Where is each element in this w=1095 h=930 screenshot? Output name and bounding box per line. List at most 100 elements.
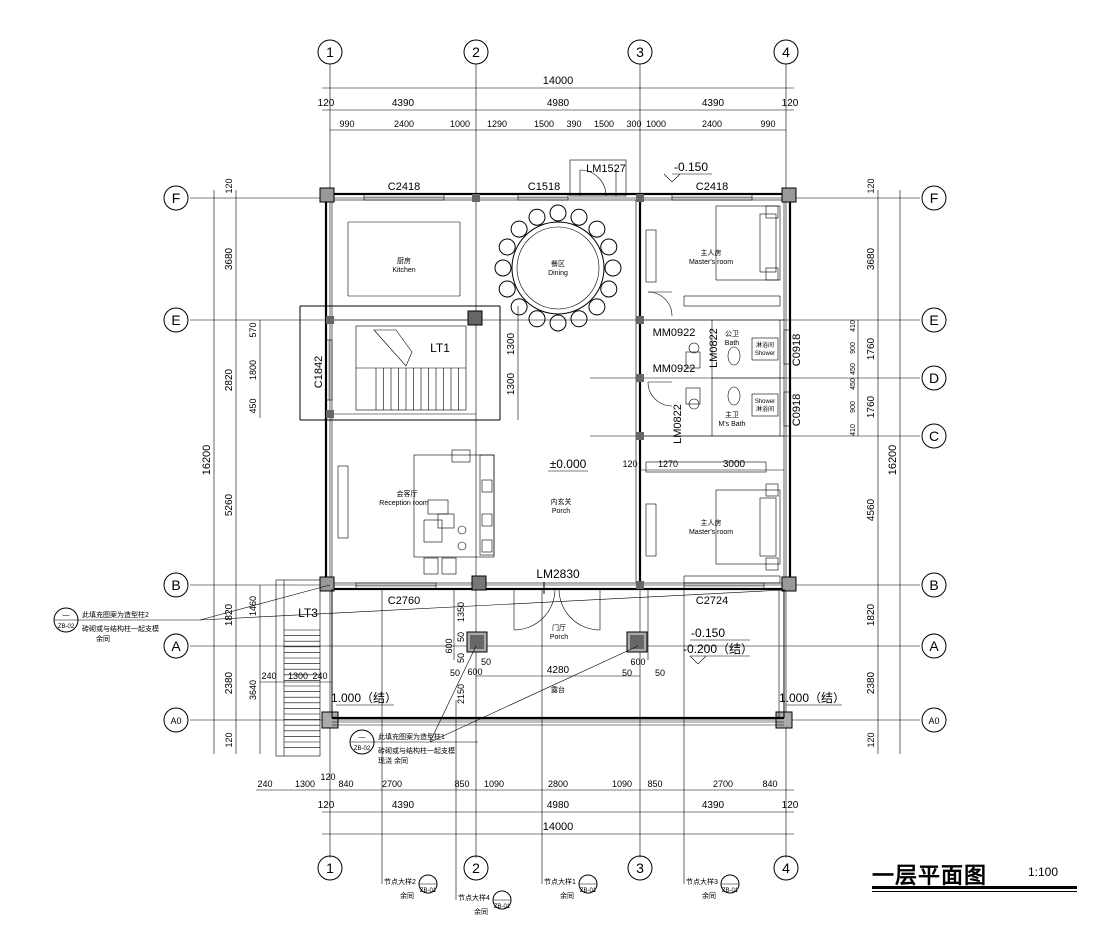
svg-text:1760: 1760 (866, 395, 877, 418)
svg-text:现浇 余同: 现浇 余同 (378, 756, 408, 765)
svg-text:1500: 1500 (594, 119, 614, 129)
svg-text:50: 50 (450, 668, 460, 678)
svg-text:14000: 14000 (543, 821, 574, 833)
svg-text:1290: 1290 (487, 119, 507, 129)
dimension-right: 16200 120 3680 1760 1760 4560 1820 2380 … (850, 178, 901, 754)
svg-text:3680: 3680 (224, 247, 235, 270)
svg-text:2400: 2400 (394, 119, 414, 129)
svg-text:C2724: C2724 (696, 595, 728, 607)
dining-chair (588, 220, 606, 238)
stair-lt1 (355, 325, 467, 411)
level-floor: ±0.000 (550, 457, 587, 471)
svg-text:D: D (929, 370, 939, 386)
bath-fixtures (645, 337, 779, 473)
svg-text:E: E (171, 312, 180, 328)
svg-text:MM0922: MM0922 (653, 363, 696, 375)
svg-text:850: 850 (454, 779, 469, 789)
svg-text:120: 120 (318, 98, 335, 109)
room-bath1-cn: 公卫 (725, 330, 739, 338)
detail-callout-4: 节点大样4 余同 ZB-01 (455, 700, 512, 916)
svg-text:砖砌或与结构柱一起支模: 砖砌或与结构柱一起支模 (82, 624, 159, 633)
svg-text:—: — (359, 734, 366, 741)
room-dining-cn: 餐区 (551, 259, 565, 268)
stair-lt3-treads (284, 629, 320, 748)
svg-text:2700: 2700 (713, 779, 733, 789)
svg-text:120: 120 (622, 459, 637, 469)
svg-text:C0918: C0918 (791, 394, 803, 426)
svg-text:ZB-01: ZB-01 (580, 888, 597, 894)
svg-text:240: 240 (312, 671, 327, 681)
svg-text:120: 120 (224, 178, 234, 193)
dining-chair (600, 238, 618, 256)
svg-text:990: 990 (760, 119, 775, 129)
level-top: -0.150 (674, 160, 708, 174)
dining-chair (510, 220, 528, 238)
room-porch-out-cn: 门厅 (552, 623, 566, 632)
room-bath2-cn: 主卫 (725, 410, 739, 419)
svg-text:此填充图案为造型柱2: 此填充图案为造型柱2 (82, 610, 149, 619)
title-underline-thin (872, 891, 1077, 892)
svg-text:3: 3 (636, 860, 644, 876)
axis-bubble-row-A0: A0 A0 (163, 707, 947, 733)
svg-text:ZB-02: ZB-02 (354, 746, 371, 752)
svg-text:1500: 1500 (534, 119, 554, 129)
stair-lt3 (275, 579, 321, 757)
svg-text:节点大样3: 节点大样3 (686, 877, 718, 886)
dining-chair (494, 259, 512, 277)
columns (319, 187, 797, 729)
dining-table (494, 204, 622, 332)
dining-chair (498, 238, 516, 256)
room-master2-en: Master's room (689, 529, 733, 536)
dining-chair (528, 310, 546, 328)
svg-text:1270: 1270 (658, 459, 678, 469)
svg-text:2: 2 (472, 44, 480, 60)
svg-text:240: 240 (257, 779, 272, 789)
axis-bubble-col-1: 1 1 (317, 39, 343, 881)
svg-text:900: 900 (850, 401, 857, 413)
room-porch-out-en: Porch (550, 634, 568, 641)
dining-chairs (494, 204, 622, 332)
svg-text:2820: 2820 (224, 368, 235, 391)
axis-bubble-row-D: D (921, 365, 947, 391)
axis-bubble-col-3: 3 3 (627, 39, 653, 881)
svg-text:3: 3 (636, 44, 644, 60)
svg-text:F: F (930, 190, 939, 206)
svg-text:1350: 1350 (456, 602, 466, 622)
svg-text:ZB-01: ZB-01 (722, 888, 739, 894)
svg-text:600: 600 (444, 638, 454, 653)
svg-text:850: 850 (647, 779, 662, 789)
level-porch-2: -0.200（结） (683, 642, 753, 656)
svg-text:节点大样4: 节点大样4 (458, 893, 490, 902)
svg-text:1000: 1000 (450, 119, 470, 129)
axis-bubble-row-A: A A (163, 633, 947, 659)
svg-text:450: 450 (248, 398, 258, 413)
room-bath1-en: Bath (725, 340, 740, 347)
svg-text:2380: 2380 (224, 671, 235, 694)
dimension-bottom: 240 1300 120 840 2700 850 1090 2800 1090… (256, 772, 799, 835)
svg-text:B: B (929, 577, 938, 593)
svg-text:2800: 2800 (548, 779, 568, 789)
room-reception-en: Reception room (379, 500, 429, 507)
svg-text:LM0822: LM0822 (708, 328, 720, 368)
svg-text:A: A (929, 638, 939, 654)
svg-text:E: E (929, 312, 938, 328)
detail-callout-3: 节点大样3 余同 ZB-01 (683, 590, 740, 900)
svg-text:50: 50 (481, 657, 491, 667)
svg-text:节点大样2: 节点大样2 (384, 877, 416, 886)
svg-text:14000: 14000 (543, 75, 574, 87)
room-shower2-en: Shower (755, 399, 775, 405)
room-kitchen-cn: 厨房 (397, 256, 411, 265)
axis-bubble-row-F: F F (163, 185, 947, 211)
svg-text:2400: 2400 (702, 119, 722, 129)
svg-text:余同: 余同 (702, 891, 716, 900)
svg-text:120: 120 (318, 800, 335, 811)
dining-chair (600, 280, 618, 298)
svg-text:3680: 3680 (866, 247, 877, 270)
svg-text:2150: 2150 (456, 684, 466, 704)
room-bath2-en: M's Bath (718, 421, 745, 428)
axis-bubble-row-C: C (921, 423, 947, 449)
dining-chair (588, 298, 606, 316)
svg-text:4390: 4390 (702, 800, 725, 811)
svg-text:1820: 1820 (224, 603, 235, 626)
dining-chair (604, 259, 622, 277)
